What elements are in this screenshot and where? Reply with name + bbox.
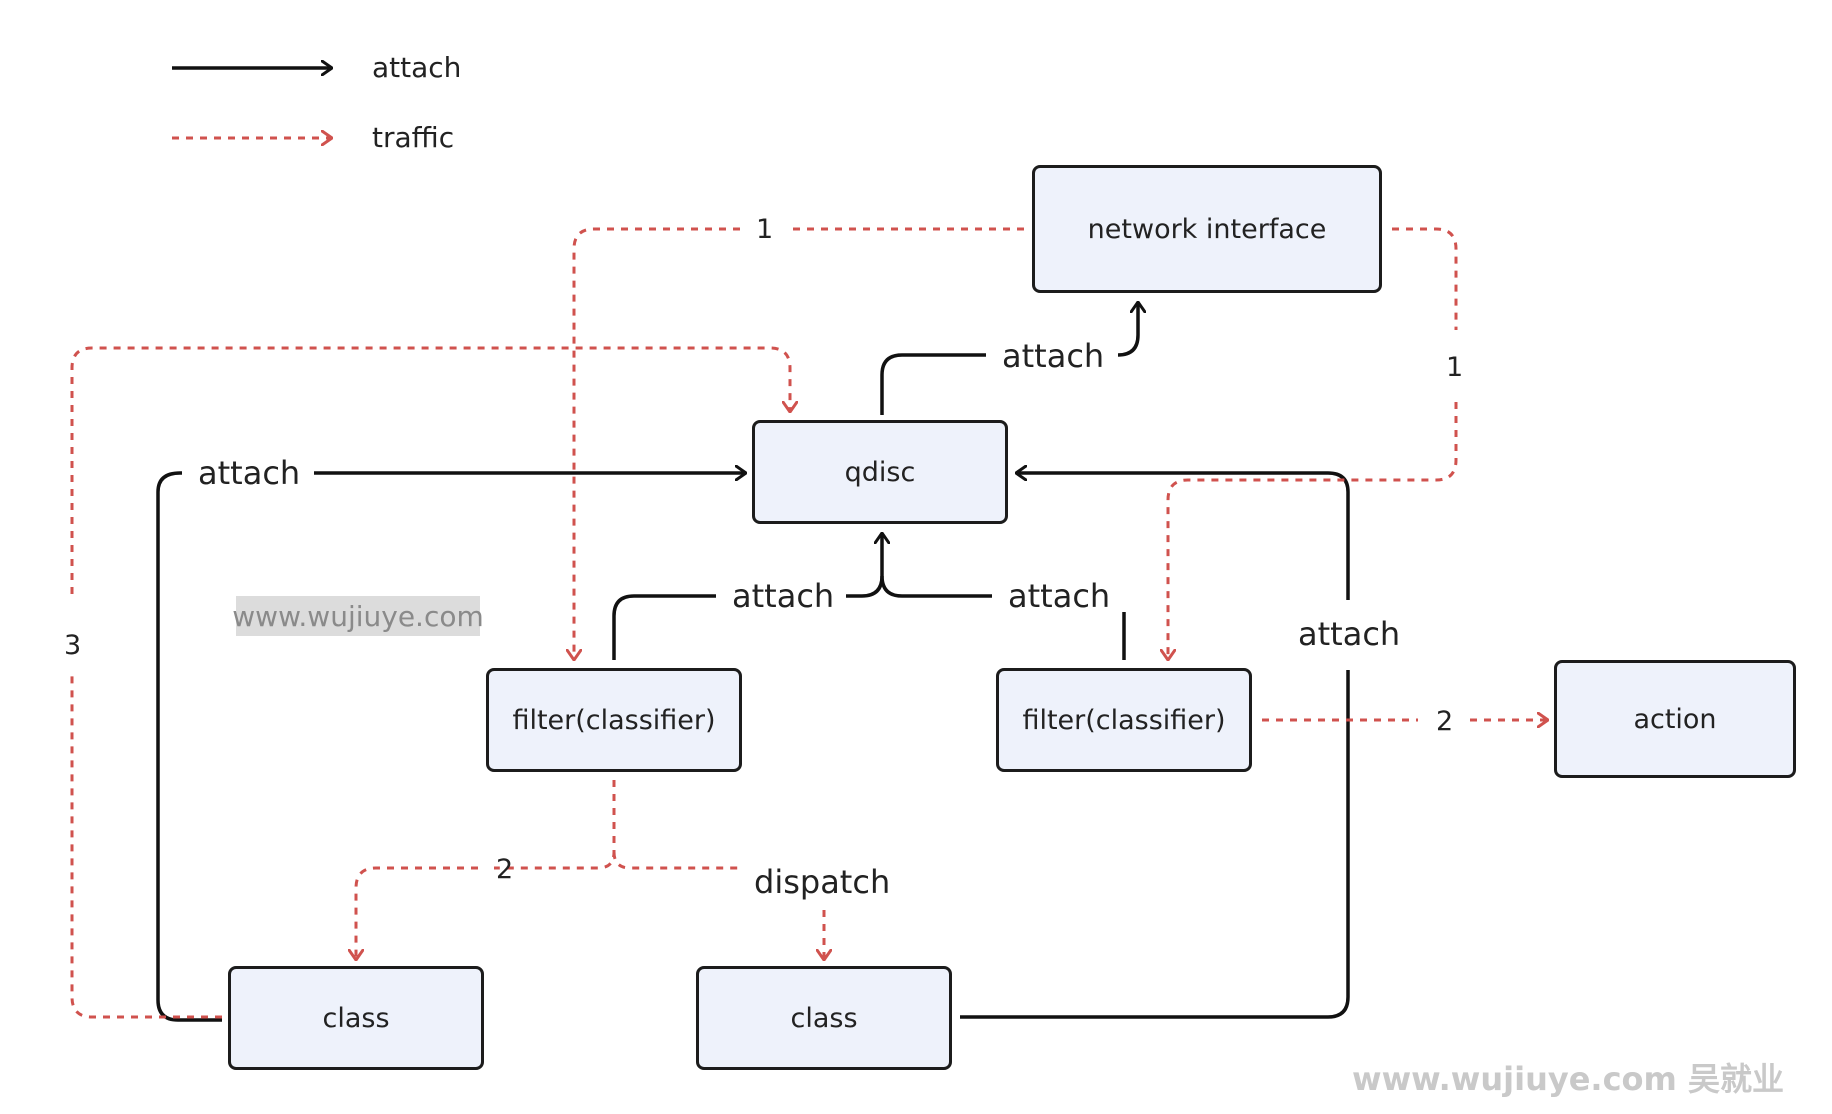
- legend-attach-label: attach: [372, 51, 462, 84]
- label-filter-right-to-qdisc: attach: [1008, 577, 1111, 615]
- label-filter-left-to-qdisc: attach: [732, 577, 835, 615]
- label-class-left-to-qdisc: attach: [198, 454, 301, 492]
- label-filter-left-to-class-mid: dispatch: [754, 863, 891, 901]
- edge-filter-left-to-qdisc: [612, 594, 716, 660]
- class-left-node[interactable]: class: [228, 966, 484, 1070]
- traffic-filter-left-to-class-mid: [612, 851, 740, 870]
- label-nic-to-filter-right: 1: [1446, 352, 1464, 383]
- edge-class-left-to-qdisc: [156, 471, 222, 1022]
- edge-filter-right-to-qdisc-end: [880, 575, 992, 598]
- filter-right-node[interactable]: filter(classifier): [996, 668, 1252, 772]
- label-nic-to-filter-left: 1: [756, 214, 774, 245]
- edge-filter-left-to-qdisc-end: [846, 533, 882, 598]
- edge-qdisc-to-nic: [880, 353, 986, 415]
- action-node[interactable]: action: [1554, 660, 1796, 778]
- traffic-nic-to-filter-right: [1392, 227, 1458, 330]
- corner-watermark: www.wujiuye.com 吴就业: [1352, 1060, 1785, 1098]
- traffic-filter-left-to-class-left: [356, 866, 478, 960]
- inline-watermark: www.wujiuye.com: [232, 596, 484, 636]
- label-class-left-to-qdisc-traffic: 3: [64, 630, 82, 661]
- network-interface-node[interactable]: network interface: [1032, 165, 1382, 293]
- traffic-nic-to-filter-left-b: [574, 227, 740, 660]
- edge-class-mid-to-qdisc: [960, 670, 1350, 1019]
- label-filter-right-to-action: 2: [1436, 706, 1454, 737]
- label-qdisc-to-nic: attach: [1002, 337, 1105, 375]
- traffic-class-left-to-qdisc-b: [70, 346, 790, 594]
- filter-left-node[interactable]: filter(classifier): [486, 668, 742, 772]
- label-class-mid-to-qdisc: attach: [1298, 615, 1401, 653]
- class-mid-node[interactable]: class: [696, 966, 952, 1070]
- traffic-nic-to-filter-right-b: [1168, 402, 1458, 660]
- qdisc-node[interactable]: qdisc: [752, 420, 1008, 524]
- label-filter-left-to-class-left: 2: [496, 854, 514, 885]
- edge-class-mid-to-qdisc-end: [1016, 473, 1350, 600]
- edge-qdisc-to-nic-end: [1117, 302, 1138, 357]
- legend-traffic-label: traffic: [372, 121, 455, 154]
- traffic-class-left-to-qdisc: [70, 672, 222, 1019]
